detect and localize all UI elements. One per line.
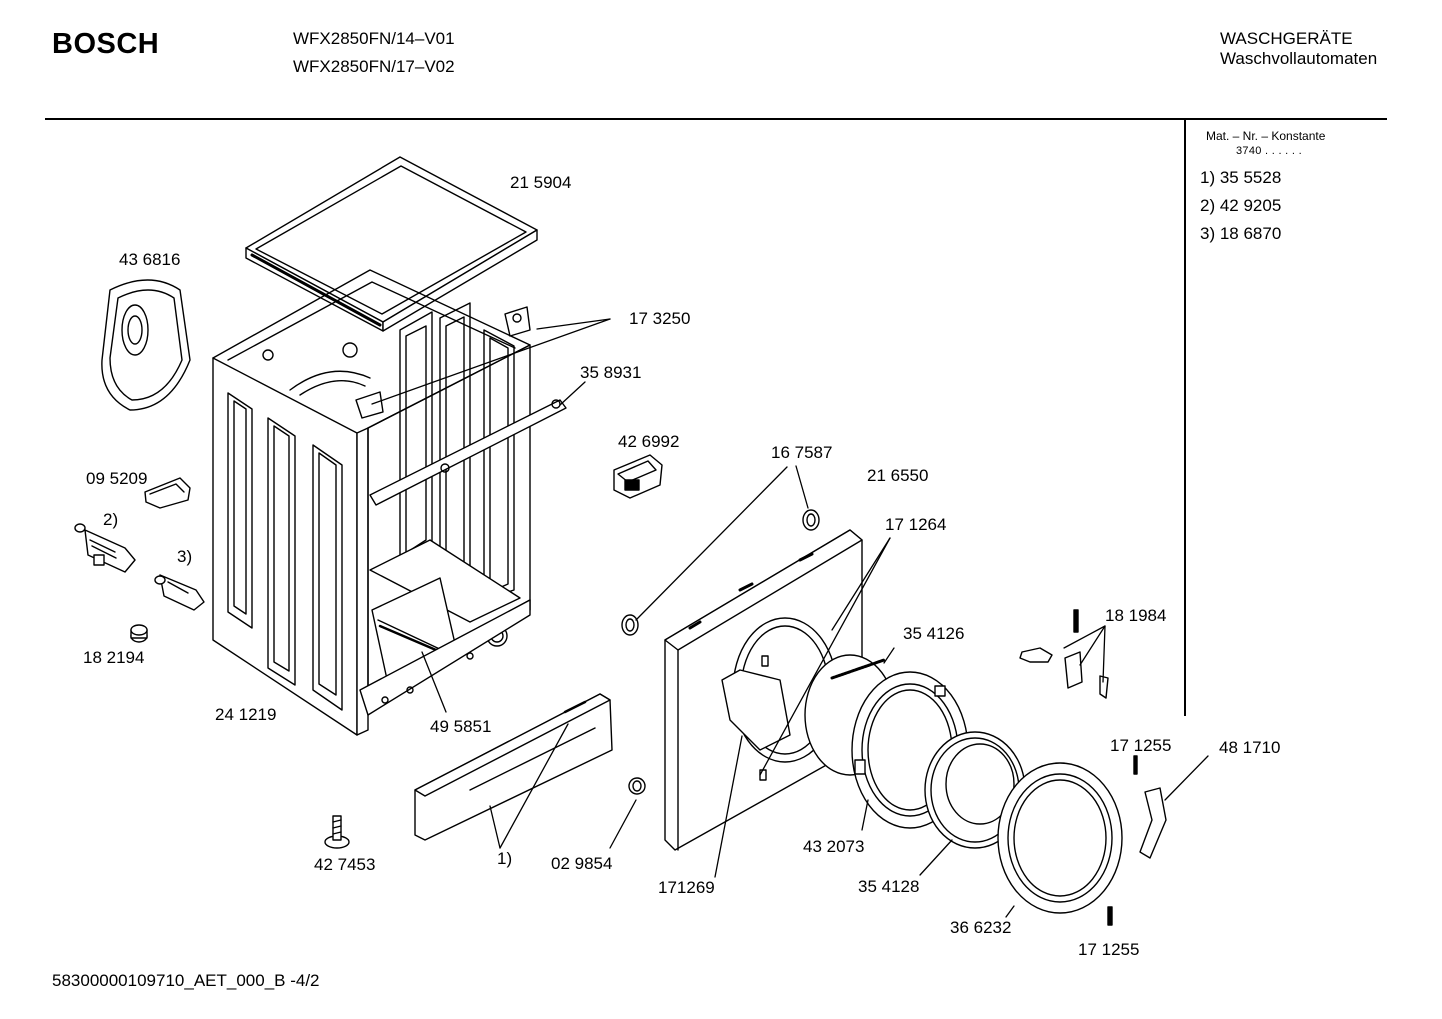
control-panel-part-1[interactable] [415, 694, 612, 840]
door-handle-part[interactable] [1140, 788, 1166, 858]
label-171269: 171269 [658, 878, 715, 897]
sidebar-item-1: 1) 35 5528 [1200, 168, 1282, 187]
label-ref-2: 2) [103, 510, 119, 529]
pin-part-upper[interactable] [1134, 756, 1137, 774]
label-366232: 36 6232 [950, 918, 1012, 937]
brand-logo: BOSCH [52, 28, 160, 60]
label-358931: 35 8931 [580, 363, 642, 382]
label-427453: 42 7453 [314, 855, 376, 874]
label-167587: 16 7587 [771, 443, 833, 462]
document-code: 58300000109710_AET_000_B -4/2 [52, 971, 320, 990]
clip-part-095209[interactable] [145, 478, 190, 508]
foot-cap-part-182194[interactable] [131, 625, 147, 642]
label-181984: 18 1984 [1105, 606, 1167, 625]
model-number-2: WFX2850FN/17–V02 [293, 57, 455, 76]
pin-part-lower[interactable] [1108, 907, 1112, 925]
label-182194: 18 2194 [83, 648, 145, 667]
label-241219: 24 1219 [215, 705, 277, 724]
label-216550: 21 6550 [867, 466, 929, 485]
latch-parts[interactable] [1020, 610, 1108, 698]
label-029854: 02 9854 [551, 854, 613, 873]
hinge-part-lower[interactable] [622, 615, 638, 635]
label-436816: 43 6816 [119, 250, 181, 269]
door-lock-part[interactable] [614, 455, 662, 498]
sidebar-divider [1184, 120, 1186, 716]
pump-part-2[interactable] [75, 524, 135, 572]
valve-part-3[interactable] [155, 575, 204, 610]
leader-lines [372, 319, 1208, 917]
knob-part-029854[interactable] [629, 778, 645, 794]
category-subtitle: Waschvollautomaten [1220, 49, 1378, 68]
label-171255-lower: 17 1255 [1078, 940, 1140, 959]
label-426992: 42 6992 [618, 432, 680, 451]
model-number-1: WFX2850FN/14–V01 [293, 29, 455, 48]
label-354128: 35 4128 [858, 877, 920, 896]
label-215904: 21 5904 [510, 173, 572, 192]
label-173250: 17 3250 [629, 309, 691, 328]
label-432073: 43 2073 [803, 837, 865, 856]
label-ref-1: 1) [497, 849, 513, 868]
label-095209: 09 5209 [86, 469, 148, 488]
sidebar-item-3: 3) 18 6870 [1200, 224, 1282, 243]
outer-door-ring-part[interactable] [998, 763, 1122, 913]
label-171255-upper: 17 1255 [1110, 736, 1172, 755]
rear-cover-part[interactable] [102, 280, 190, 410]
hinge-part-upper[interactable] [803, 510, 819, 530]
label-481710: 48 1710 [1219, 738, 1281, 757]
sidebar-heading: Mat. – Nr. – Konstante [1206, 129, 1326, 143]
foot-part-427453[interactable] [325, 816, 349, 848]
sidebar-constant: 3740 . . . . . . [1236, 145, 1302, 157]
category-title: WASCHGERÄTE [1220, 29, 1353, 48]
label-354126: 35 4126 [903, 624, 965, 643]
top-cover-part[interactable] [246, 157, 537, 331]
label-171264: 17 1264 [885, 515, 947, 534]
label-ref-3: 3) [177, 547, 193, 566]
header-divider [45, 118, 1387, 120]
cross-strut-part[interactable] [370, 400, 566, 505]
cabinet-housing-part[interactable] [213, 270, 530, 735]
sidebar-item-2: 2) 42 9205 [1200, 196, 1282, 215]
label-495851: 49 5851 [430, 717, 492, 736]
